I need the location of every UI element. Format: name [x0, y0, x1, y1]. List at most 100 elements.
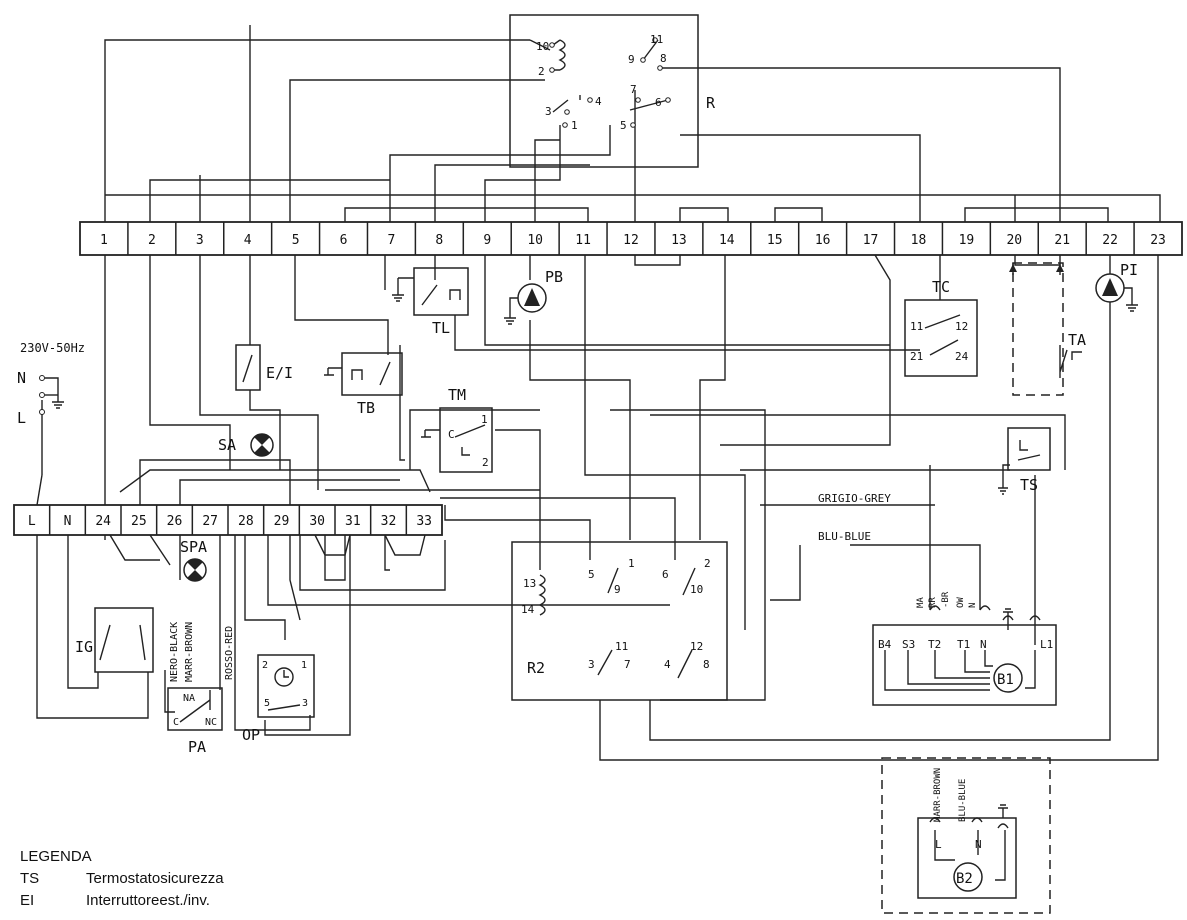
burner-board-b1: MA RR -BR OW N B4 S3 T2 T1 N L1 B1	[872, 591, 1057, 706]
b2-label: B2	[956, 871, 973, 887]
sa-label: SA	[218, 436, 236, 454]
top-terminal-3: 3	[196, 233, 204, 248]
power-supply: 230V-50Hz N L	[17, 341, 85, 427]
bottom-terminal-30: 30	[309, 514, 325, 529]
b1-label: B1	[997, 672, 1014, 688]
r2-contact-4: 4	[664, 658, 671, 671]
pa-contact-nc: NC	[205, 717, 217, 728]
thermostat-tb: TB	[324, 352, 403, 417]
b1-lead-br: -BR	[941, 591, 951, 608]
bottom-terminal-32: 32	[381, 514, 397, 529]
thermostat-tm: TM C 1 2	[421, 386, 493, 473]
tl-label: TL	[432, 319, 450, 337]
top-terminal-9: 9	[483, 233, 491, 248]
r2-label: R2	[527, 659, 545, 677]
r2-contact-13: 13	[523, 577, 536, 590]
b1-terminal-s3: S3	[902, 638, 915, 651]
ig-label: IG	[75, 638, 93, 656]
wire-color-labels: NERO-BLACK MARR-BROWN ROSSO-RED	[169, 622, 235, 682]
relay-r-contact-1: 1	[571, 119, 578, 132]
top-terminal-2: 2	[148, 233, 156, 248]
tc-contact-21: 21	[910, 350, 923, 363]
spa-label: SPA	[180, 538, 207, 556]
r2-contact-14: 14	[521, 603, 535, 616]
top-terminal-1: 1	[100, 233, 108, 248]
legend-desc-ts: Termostatosicurezza	[86, 870, 224, 887]
b2-terminal-l: L	[935, 838, 942, 851]
legend-code-ei: EI	[20, 892, 35, 909]
pa-label: PA	[188, 738, 206, 756]
pa-contact-na: NA	[183, 693, 195, 704]
r2-contact-5: 5	[588, 568, 595, 581]
pump-pi: PI	[1095, 261, 1138, 312]
switch-ig: IG	[75, 607, 154, 673]
op-contact-2: 2	[262, 660, 268, 671]
top-terminal-20: 20	[1006, 233, 1022, 248]
tc-label: TC	[932, 278, 950, 296]
thermostat-tc: TC 11 12 21 24	[904, 278, 978, 377]
r2-contact-10: 10	[690, 583, 703, 596]
tm-contact-1: 1	[481, 413, 488, 426]
top-terminal-13: 13	[671, 233, 687, 248]
ei-label: E/I	[266, 364, 293, 382]
b1-lead-n: N	[968, 603, 978, 608]
bottom-terminal-27: 27	[202, 514, 218, 529]
tm-contact-c: C	[448, 428, 455, 441]
top-terminal-18: 18	[911, 233, 927, 248]
top-terminal-23: 23	[1150, 233, 1166, 248]
wire-label-grey: GRIGIO-GREY	[818, 492, 891, 505]
r2-contact-9: 9	[614, 583, 621, 596]
pi-label: PI	[1120, 261, 1138, 279]
wire-label-red: ROSSO-RED	[224, 626, 235, 680]
bottom-terminal-25: 25	[131, 514, 147, 529]
relay-r-contact-7: 7	[630, 83, 637, 96]
pressure-switch-pa: NA C NC PA	[167, 687, 223, 756]
switch-ei: E/I	[235, 344, 293, 391]
top-terminal-17: 17	[863, 233, 879, 248]
thermostat-ts: TS	[998, 427, 1051, 495]
r2-contact-12: 12	[690, 640, 703, 653]
b1-terminal-l1: L1	[1040, 638, 1053, 651]
b2-lead-brown: MARR-BROWN	[933, 768, 943, 822]
bottom-terminal-l: L	[28, 514, 36, 529]
relay-r-label: R	[706, 94, 716, 112]
r2-contact-11: 11	[615, 640, 628, 653]
tb-label: TB	[357, 399, 375, 417]
tm-label: TM	[448, 386, 466, 404]
top-terminal-10: 10	[527, 233, 543, 248]
tc-contact-12: 12	[955, 320, 968, 333]
top-terminal-22: 22	[1102, 233, 1118, 248]
wire-label-brown: MARR-BROWN	[184, 622, 195, 682]
op-contact-1: 1	[301, 660, 307, 671]
legend-title: LEGENDA	[20, 848, 92, 865]
op-label: OP	[242, 726, 260, 744]
relay-r-contact-10: 10	[536, 40, 549, 53]
legend-code-ts: TS	[20, 870, 40, 887]
b1-lead-ow: OW	[956, 597, 966, 608]
wire-label-black: NERO-BLACK	[169, 622, 180, 682]
top-terminal-7: 7	[388, 233, 396, 248]
tc-contact-24: 24	[955, 350, 969, 363]
pb-label: PB	[545, 268, 563, 286]
lamp-spa: SPA	[180, 538, 207, 582]
wires	[36, 25, 1161, 881]
top-terminal-16: 16	[815, 233, 831, 248]
wire-label-blue: BLU-BLUE	[818, 530, 871, 543]
relay-r-contact-9: 9	[628, 53, 635, 66]
relay-r-contact-5: 5	[620, 119, 627, 132]
b2-lead-blue: BLU-BLUE	[958, 779, 968, 822]
relay-r-contact-8: 8	[660, 52, 667, 65]
relay-r-contact-6: 6	[655, 96, 662, 109]
burner-board-b2: MARR-BROWN BLU-BLUE L N B2	[881, 757, 1051, 914]
b1-terminal-t1: T1	[957, 638, 970, 651]
pump-pb: PB	[504, 268, 563, 325]
b1-terminal-t2: T2	[928, 638, 941, 651]
bottom-terminal-31: 31	[345, 514, 361, 529]
b1-lead-ma: MA	[916, 597, 926, 608]
bottom-terminal-n: N	[64, 514, 72, 529]
r2-contact-6: 6	[662, 568, 669, 581]
op-contact-3: 3	[302, 698, 308, 709]
